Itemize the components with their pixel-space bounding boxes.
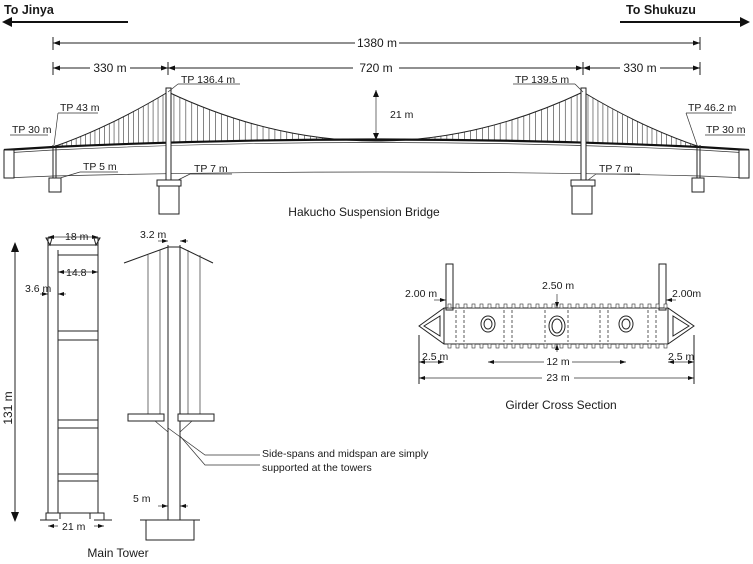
girder-left-height: 2.00 m — [405, 288, 437, 300]
tp-leaders — [10, 83, 745, 181]
abutment-left — [3, 149, 15, 179]
main-cable-center — [167, 91, 584, 142]
center-span-label: 720 m — [359, 61, 392, 75]
tower-side-base-width: 5 m — [133, 493, 151, 505]
span-breakdown-dimension — [52, 61, 701, 75]
tp-right-tower-base: TP 7 m — [599, 163, 633, 175]
bridge-elevation — [3, 87, 750, 215]
main-cable-right — [582, 91, 701, 148]
main-cable-left — [52, 91, 169, 148]
anchor-pier-right — [691, 177, 705, 193]
girder-center-width: 12 m — [546, 356, 570, 368]
tp-left-abutment: TP 30 m — [12, 124, 52, 136]
tower-height: 131 m — [1, 391, 15, 424]
tower-left — [165, 87, 172, 181]
tower-inner-width: 14.8 — [66, 267, 87, 279]
tower-left-foundation — [158, 185, 180, 215]
girder-caption: Girder Cross Section — [505, 398, 616, 412]
direction-left-label: To Jinya — [4, 3, 55, 17]
tower-column-width: 3.6 m — [25, 283, 52, 295]
main-tower-side-view — [123, 239, 260, 541]
girder-left-edge: 2.5 m — [422, 351, 449, 363]
girder-right-height: 2.00m — [672, 288, 701, 300]
support-note-line2: supported at the towers — [262, 462, 372, 474]
bridge-caption: Hakucho Suspension Bridge — [288, 205, 440, 219]
hanger-cables — [57, 94, 696, 147]
total-span-label: 1380 m — [357, 36, 397, 50]
tp-right-anchor: TP 46.2 m — [688, 102, 736, 114]
main-tower-front-view — [11, 235, 112, 532]
abutment-right — [738, 149, 750, 179]
tower-right-foundation — [571, 185, 593, 215]
side-span-right-label: 330 m — [623, 61, 656, 75]
tower-left-cap — [156, 179, 182, 187]
support-note-line1: Side-spans and midspan are simply — [262, 448, 429, 460]
tower-right-cap — [570, 179, 596, 187]
girder-right-edge: 2.5 m — [668, 351, 695, 363]
tower-side-top-width: 3.2 m — [140, 229, 167, 241]
direction-left-arrow — [2, 17, 128, 27]
tp-left-anchor: TP 43 m — [60, 102, 100, 114]
girder-cross-section — [418, 263, 695, 384]
total-span-dimension — [52, 36, 701, 50]
tp-right-tower-top: TP 139.5 m — [515, 74, 569, 86]
girder-total-width: 23 m — [546, 372, 570, 384]
direction-right-arrow — [620, 17, 750, 27]
girder-center-height: 2.50 m — [542, 280, 574, 292]
tp-left-tower-top: TP 136.4 m — [181, 74, 235, 86]
anchor-pier-left — [48, 177, 62, 193]
tp-right-abutment: TP 30 m — [706, 124, 746, 136]
side-span-left-label: 330 m — [93, 61, 126, 75]
tower-caption: Main Tower — [87, 546, 148, 560]
sag-label: 21 m — [390, 109, 414, 121]
tp-left-tower-base: TP 7 m — [194, 163, 228, 175]
tower-base-width: 21 m — [62, 521, 86, 533]
tower-right — [580, 87, 587, 181]
tp-left-pier: TP 5 m — [83, 161, 117, 173]
tower-top-width: 18 m — [65, 231, 89, 243]
direction-right-label: To Shukuzu — [626, 3, 696, 17]
